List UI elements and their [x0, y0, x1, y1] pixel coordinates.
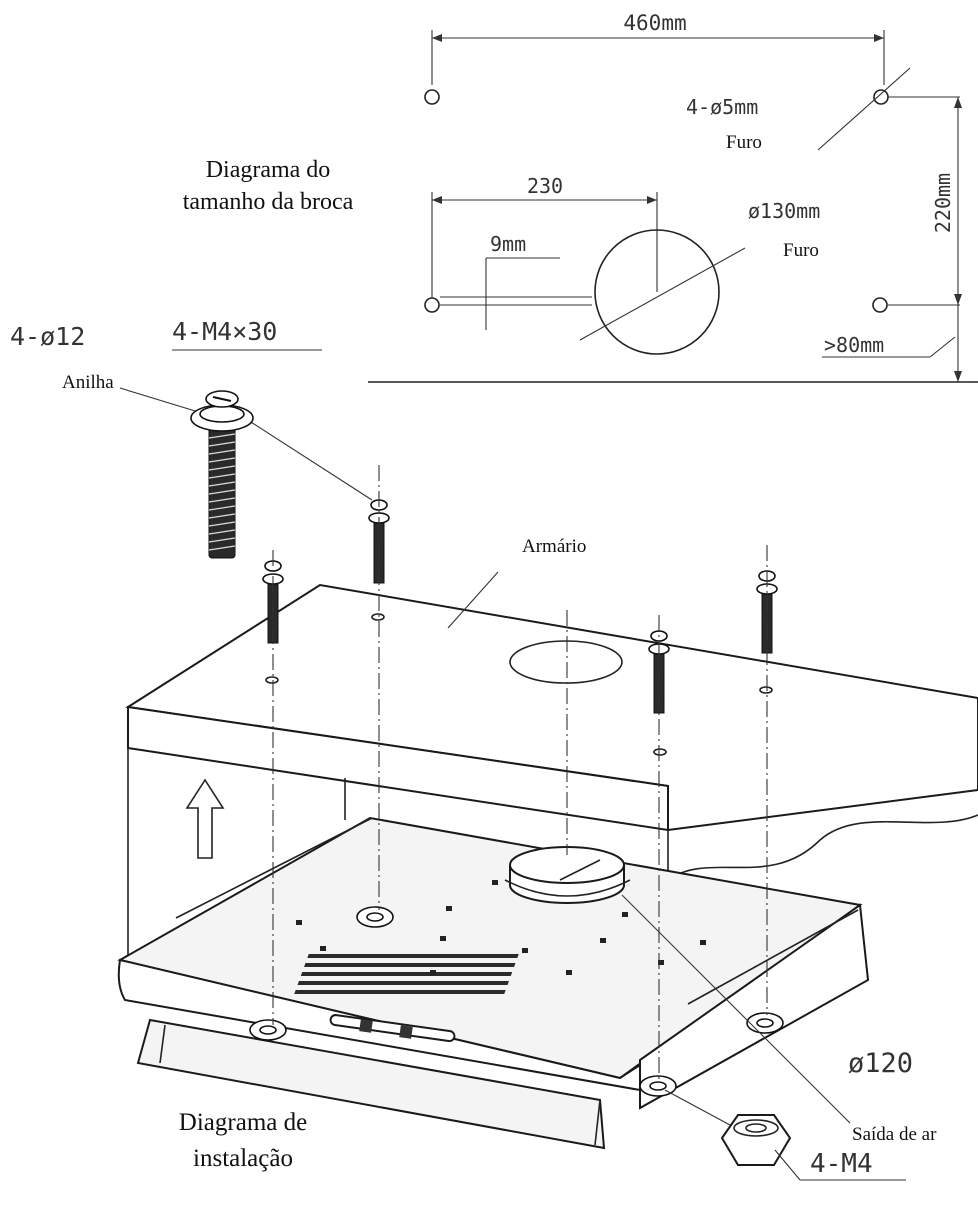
nut-bore: [745, 1123, 767, 1133]
hood-visor: [136, 1018, 606, 1150]
slider-knob-2[interactable]: [399, 1025, 413, 1039]
cabinet-cut-edge: [667, 814, 978, 882]
screw-detail: [190, 390, 254, 559]
alignment-centerlines: [272, 465, 768, 1080]
cabinet-hole-1: [265, 676, 279, 684]
installation-diagram: 4-ø12 4-M4×30 Anilha: [10, 317, 978, 1181]
outlet-label: Saída de ar: [852, 1124, 937, 1145]
arrow-center-right: [647, 196, 657, 204]
vent-grille: [294, 954, 519, 994]
screw-spec: 4-M4×30: [172, 317, 277, 346]
arrow-right: [874, 34, 884, 42]
hood-back-right-edge: [687, 909, 859, 1005]
range-hood: ø120 Saída de ar: [117, 816, 937, 1150]
drill-diagram-title-line2: tamanho da broca: [183, 189, 354, 215]
nut-hex: [720, 1114, 792, 1166]
dim-width-label: 460mm: [623, 11, 686, 35]
small-hole-label: Furo: [726, 132, 762, 153]
dim-center-label: 230: [527, 174, 563, 198]
small-hole-spec: 4-ø5mm: [686, 95, 758, 119]
screw-leader: [239, 414, 373, 501]
nut-leader-1: [664, 1089, 731, 1126]
hood-back-left-edge: [175, 817, 373, 919]
hole-bottom-left: [424, 297, 440, 313]
washer-inner: [199, 405, 245, 423]
install-diagram-title-line2: instalação: [193, 1145, 293, 1172]
install-diagram-title-line1: Diagrama de: [179, 1109, 307, 1136]
dim-clearance-label: >80mm: [824, 333, 884, 357]
vent-slot-4: [297, 981, 509, 985]
vent-slot-5: [294, 990, 506, 994]
leader-small-hole: [817, 67, 911, 151]
arrow-center-left: [432, 196, 442, 204]
washer-label: Anilha: [62, 372, 114, 393]
arrow-left: [432, 34, 442, 42]
vent-slot-1: [307, 954, 519, 958]
cabinet-hole-2: [371, 613, 385, 621]
cabinet-label: Armário: [522, 536, 586, 557]
nut-detail: 4-M4: [664, 1089, 906, 1181]
outlet-flap: [559, 859, 601, 881]
outlet-flange: [504, 879, 631, 897]
nut-spec: 4-M4: [810, 1149, 873, 1179]
washer-leader: [119, 387, 206, 415]
nut-leader-2: [774, 1149, 801, 1181]
cabinet-leader: [447, 571, 499, 629]
drill-size-diagram: 460mm 220mm 4-ø5mm Furo Diagrama do tama…: [183, 11, 978, 383]
outlet-spec: ø120: [848, 1048, 913, 1079]
dim-offset-label: 9mm: [490, 232, 526, 256]
cabinet-duct-hole: [509, 640, 623, 684]
hole-top-right: [873, 89, 889, 105]
nut-top-face: [733, 1119, 779, 1137]
hood-right-side: [639, 903, 870, 1110]
outlet-leader: [621, 894, 851, 1124]
cabinet-hole-3: [653, 748, 667, 756]
hole-top-left: [424, 89, 440, 105]
washer-spec: 4-ø12: [10, 322, 85, 351]
visor-right-edge: [594, 1099, 601, 1146]
clearance-leader-tick: [929, 336, 956, 358]
slider-knob-1[interactable]: [359, 1019, 373, 1033]
arrow-clearance: [954, 371, 962, 382]
up-arrow-icon: [185, 778, 225, 859]
leader-duct-hole: [579, 247, 746, 341]
cabinet-hole-4: [759, 686, 773, 694]
hood-rivets: [296, 880, 706, 975]
cabinet: Armário: [125, 536, 978, 955]
vent-slot-3: [300, 972, 513, 976]
visor-left-edge: [159, 1024, 166, 1064]
large-hole-spec: ø130mm: [748, 199, 820, 223]
arrow-bottom: [954, 294, 962, 305]
duct-hole: [594, 229, 720, 355]
hole-bottom-right: [872, 297, 888, 313]
vent-slot-2: [304, 963, 516, 967]
large-hole-label: Furo: [783, 240, 819, 261]
drill-diagram-title-line1: Diagrama do: [206, 157, 331, 183]
dim-height-label: 220mm: [931, 173, 955, 233]
air-outlet: [504, 846, 631, 904]
arrow-top: [954, 97, 962, 108]
